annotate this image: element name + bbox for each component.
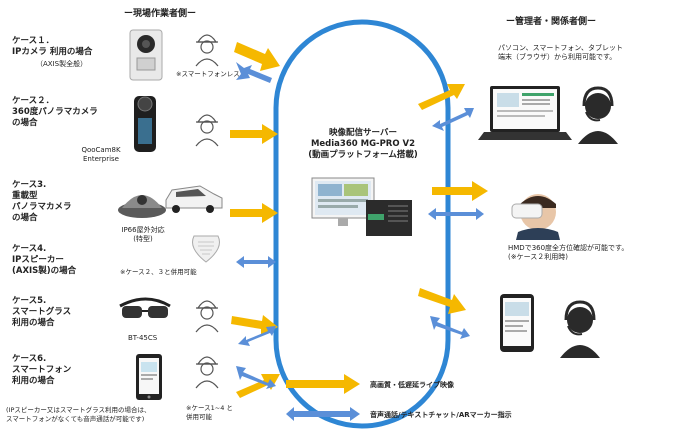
video-arrows-left — [230, 42, 280, 398]
case-2-device-note: QooCam8K Enterprise — [81, 146, 121, 163]
server-label: 映像配信サーバー Media360 MG-PRO V2 (動画プラットフォーム搭… — [290, 128, 436, 161]
voice-arrows-right — [428, 108, 484, 339]
case-1-label: ケース１． IPカメラ 利用の場合 — [12, 36, 93, 57]
operator-icon — [578, 86, 618, 144]
operator-icon — [560, 300, 600, 358]
ip-camera-icon — [129, 29, 163, 81]
legend-video-arrow — [286, 374, 360, 394]
admin-hmd-note: HMDで360度全方位確認が可能です。 (※ケース２利用時) — [508, 244, 629, 261]
tablet-icon — [500, 294, 534, 352]
legend-video-label: 高画質・低遅延ライブ映像 — [370, 381, 454, 389]
bottom-note: (IPスピーカー又はスマートグラス利用の場合は、 スマートフォンがなくても音声通… — [6, 406, 151, 423]
legend-voice-arrow — [286, 407, 360, 421]
worker-icons — [195, 34, 219, 389]
case-3-label: ケース3. 重載型 パノラマカメラ の場合 — [12, 180, 72, 223]
field-side-header: ー現場作業者側ー — [124, 9, 197, 19]
case-1-extra-note: ※スマートフォンレス — [176, 70, 240, 78]
server-title: 映像配信サーバー — [329, 128, 397, 138]
case-4-extra-note: ※ケース２、３と併用可能 — [120, 268, 197, 276]
case-1-device-note: （AXIS製全般） — [36, 60, 88, 68]
case-4-label: ケース4. IPスピーカー (AXIS製)の場合 — [12, 244, 77, 276]
server-model: Media360 MG-PRO V2 — [310, 139, 416, 149]
legend-voice-label: 音声通話/テキストチャット/ARマーカー指示 — [370, 411, 512, 419]
smart-glasses-icon — [119, 297, 171, 318]
admin-side-header: ー管理者・関係者側ー — [506, 17, 597, 27]
video-arrows-right — [418, 84, 488, 314]
worker-icon — [195, 114, 219, 147]
case-6-label: ケース6. スマートフォン 利用の場合 — [12, 354, 72, 386]
case-5-device-note: BT-45CS — [128, 334, 158, 342]
worker-icon — [195, 34, 219, 67]
network-loop — [273, 19, 451, 429]
laptop-icon — [478, 86, 572, 140]
case-6-extra-note: ※ケース1~4 と 併用可能 — [186, 404, 233, 421]
admin-pc-note: パソコン、スマートフォン、タブレット 端末（ブラウザ）から利用可能です。 — [498, 44, 623, 61]
worker-icon — [195, 300, 219, 333]
hmd-user-icon — [511, 194, 560, 240]
worker-icon — [195, 356, 219, 389]
case-3-device-note: IP66屋外対応 (特型) — [121, 226, 165, 243]
voice-arrows-left — [236, 62, 276, 389]
case-2-label: ケース２． 360度パノラマカメラ の場合 — [12, 96, 98, 128]
heavy-panorama-camera-icon — [118, 195, 166, 218]
ip-speaker-icon — [192, 235, 220, 263]
smartphone-icon — [136, 354, 162, 400]
case-5-label: ケース5. スマートグラス 利用の場合 — [12, 296, 72, 328]
server-icon — [311, 177, 412, 236]
car-icon — [165, 185, 223, 213]
360-camera-icon — [134, 96, 156, 152]
server-subtitle: (動画プラットフォーム搭載) — [308, 150, 418, 160]
